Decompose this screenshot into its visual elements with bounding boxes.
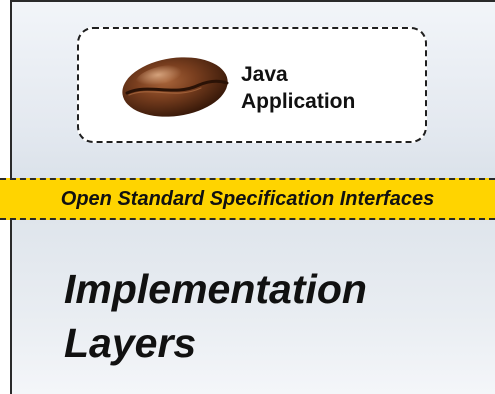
specification-interfaces-label: Open Standard Specification Interfaces xyxy=(60,188,435,210)
top-border-line xyxy=(10,0,495,2)
coffee-bean-icon xyxy=(122,57,229,117)
java-application-box: Java Application xyxy=(77,27,427,143)
java-application-label: Java Application xyxy=(241,63,356,113)
implementation-layer-panel: Implementation Layers xyxy=(10,220,495,394)
specification-interfaces-band: Open Standard Specification Interfaces xyxy=(0,178,495,220)
implementation-layers-label: Implementation Layers xyxy=(64,266,367,366)
